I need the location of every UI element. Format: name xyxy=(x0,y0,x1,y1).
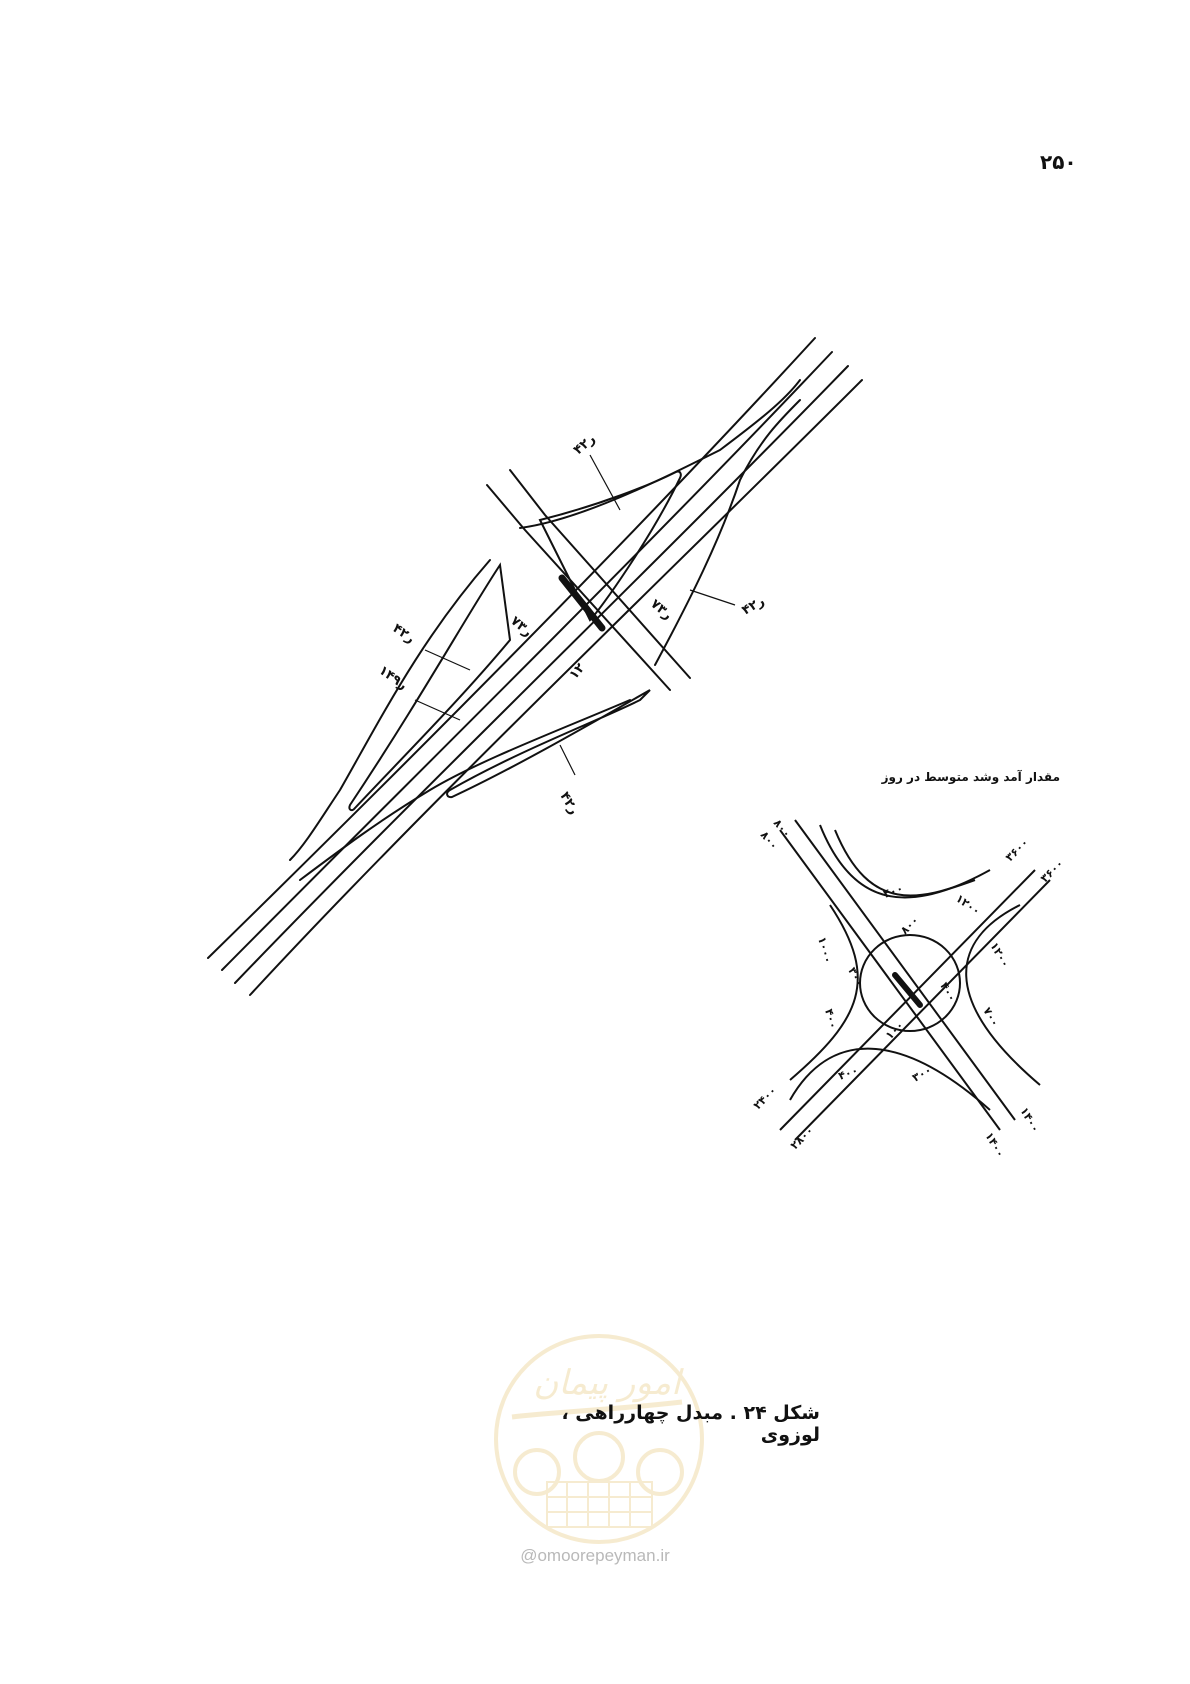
width-label: ۱۴ر۹ xyxy=(376,663,410,693)
volume-label: ۱۲۰۰ xyxy=(987,940,1012,970)
width-label: ۴ر۲ xyxy=(557,790,582,818)
page-number: ۲۵۰ xyxy=(1040,150,1077,174)
width-label: ۴ر۲ xyxy=(571,432,599,459)
traffic-diagram-title: مقدار آمد وشد متوسط در روز xyxy=(881,770,1060,784)
island-west xyxy=(348,562,512,812)
freeway-lane xyxy=(249,379,863,996)
watermark-logo: امور پیمان xyxy=(494,1334,704,1544)
crossing-road xyxy=(509,469,691,679)
volume-label: ۱۲۰۰ xyxy=(953,892,982,918)
ramp-south-west xyxy=(289,559,491,861)
dimension-marker xyxy=(689,589,736,606)
width-label: ۴ر۲ xyxy=(390,621,418,647)
traffic-loop xyxy=(789,1047,991,1111)
island-east xyxy=(446,689,651,799)
dimension-marker xyxy=(559,744,576,776)
volume-label: ۴۰۰ xyxy=(822,1007,840,1030)
volume-label: ۴۰۰ xyxy=(837,1064,860,1083)
volume-label: ۲۴۰۰ xyxy=(751,1084,779,1112)
traffic-road xyxy=(779,869,1036,1131)
volume-label: ۴۰۰ xyxy=(937,980,958,1004)
freeway-lane xyxy=(221,351,833,971)
volume-label: ۱۴۰۰ xyxy=(1017,1105,1042,1135)
width-label: ۷ر۳ xyxy=(647,597,675,624)
traffic-road xyxy=(794,819,1016,1121)
traffic-road xyxy=(779,829,1001,1131)
freeway-lane xyxy=(234,365,849,984)
crossing-road xyxy=(486,484,671,691)
freeway-lane xyxy=(207,337,816,959)
width-label: ۱۲ xyxy=(567,661,589,683)
volume-label: ۳۰۰ xyxy=(845,965,866,989)
ramp-south-east xyxy=(299,699,631,881)
watermark-logo-text: امور پیمان xyxy=(533,1363,684,1403)
traffic-road xyxy=(794,879,1051,1141)
width-label: ۴ر۲ xyxy=(740,594,768,619)
traffic-circle xyxy=(859,934,961,1032)
dimension-marker xyxy=(589,454,621,511)
volume-label: ۱۰۰۰ xyxy=(815,935,835,964)
traffic-loop xyxy=(834,829,976,897)
watermark-site: @omoorepeyman.ir xyxy=(520,1546,670,1565)
ramp-north-west xyxy=(519,379,801,529)
traffic-loop xyxy=(965,904,1041,1086)
island-north xyxy=(538,470,682,622)
traffic-bridge xyxy=(892,972,923,1008)
volume-label: ۱۴۰۰ xyxy=(982,1130,1007,1160)
traffic-loop xyxy=(819,824,991,899)
figure-caption: شکل ۲۴ . مبدل چهارراهی ، لوزوی xyxy=(561,1402,820,1446)
volume-label: ۴۰۰ xyxy=(882,882,905,901)
volume-label: ۸۰۰ xyxy=(898,914,921,937)
dimension-marker xyxy=(424,649,471,671)
ramp-north-east xyxy=(654,399,801,666)
volume-label: ۲۸۰۰ xyxy=(788,1124,816,1152)
dimension-marker xyxy=(414,699,461,721)
volume-label: ۳۶۰۰ xyxy=(1038,857,1066,885)
volume-label: ۳۶۰۰ xyxy=(1003,836,1031,864)
traffic-loop xyxy=(789,904,859,1081)
overpass-bridge xyxy=(558,574,606,632)
